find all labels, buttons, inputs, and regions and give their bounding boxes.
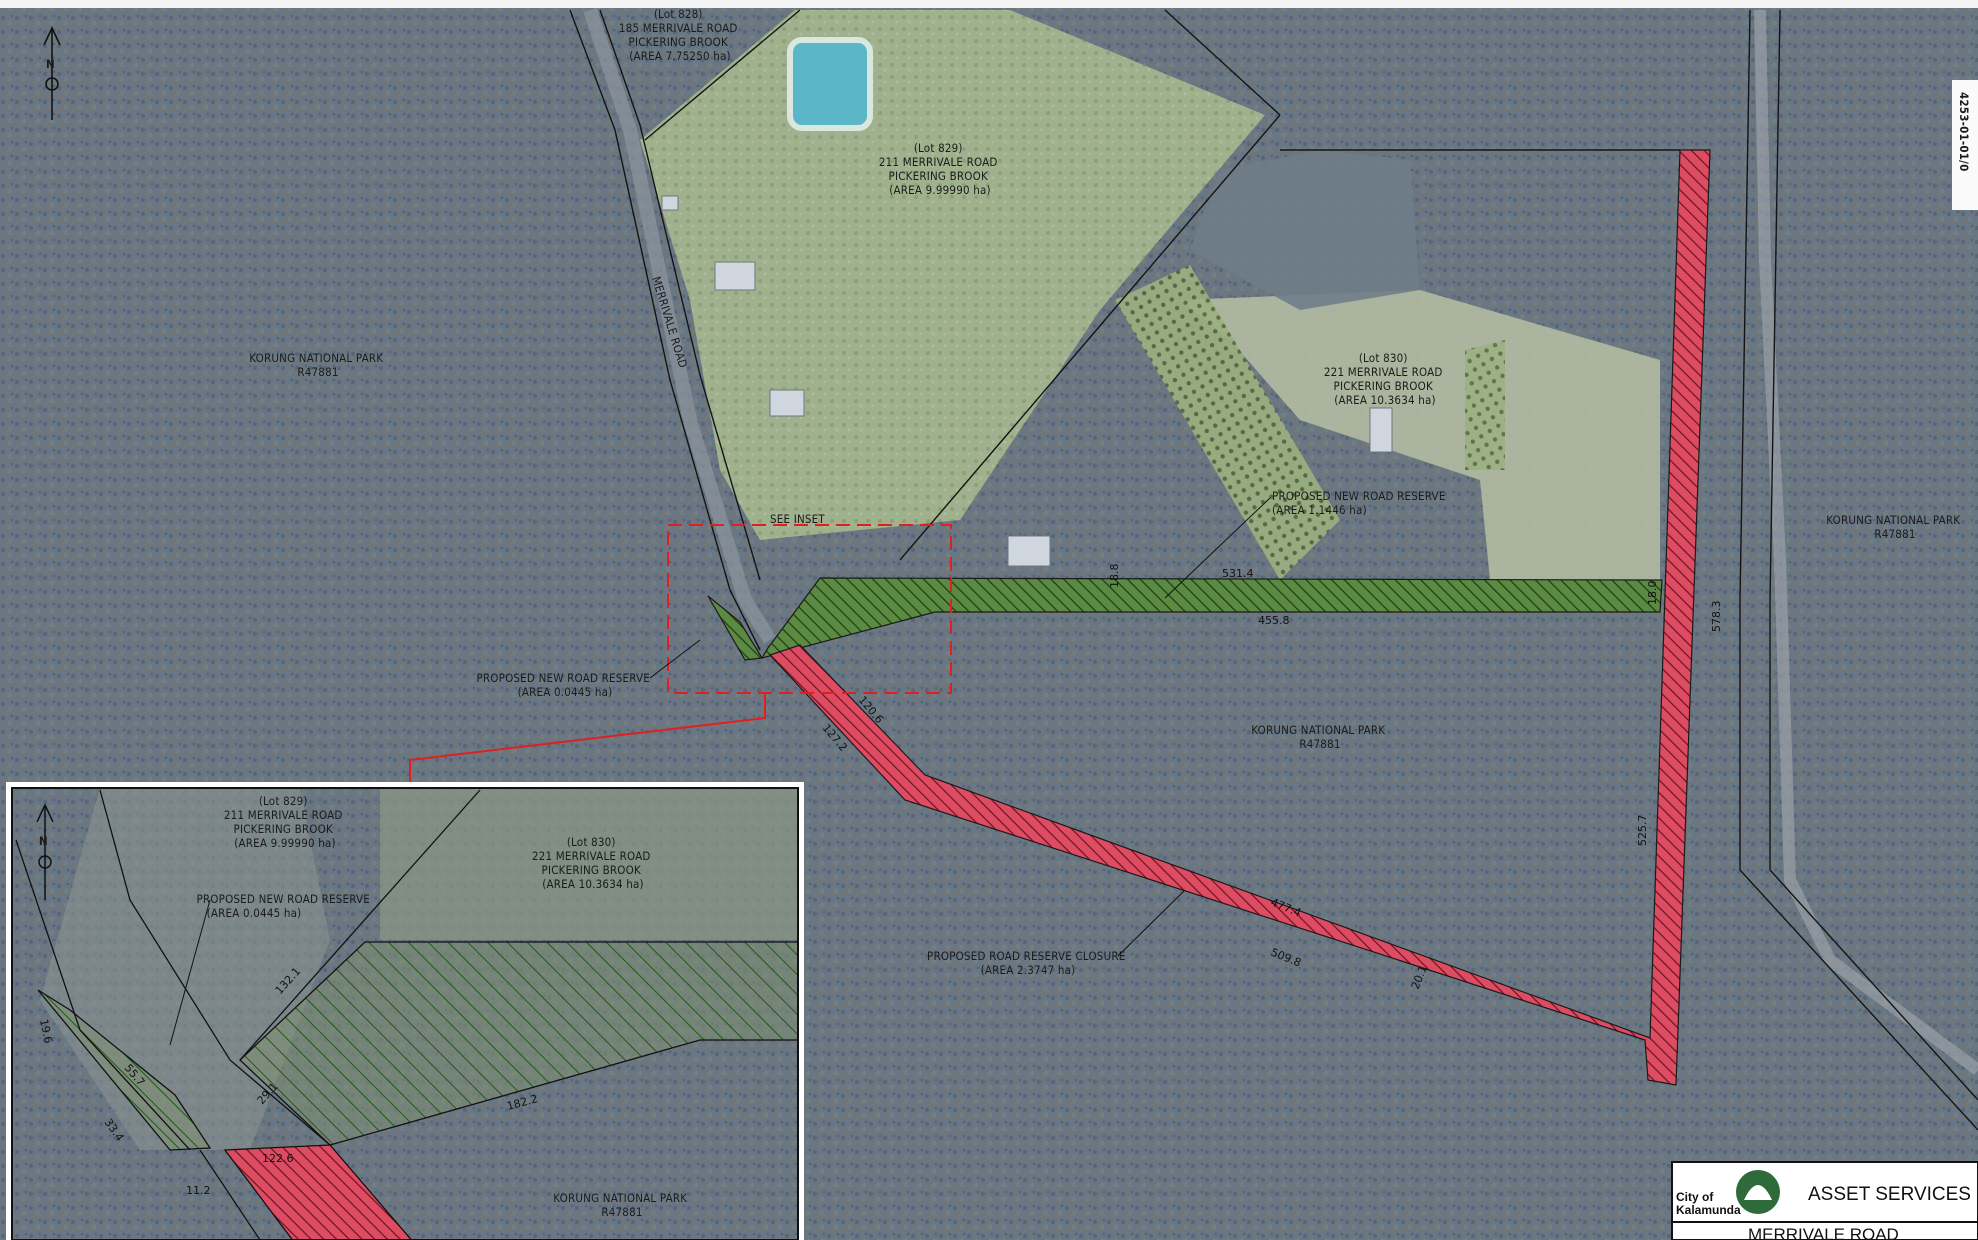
see-inset-label: SEE INSET bbox=[770, 512, 825, 526]
inset-green-reserve-small bbox=[37, 989, 212, 1151]
inset-panel bbox=[6, 782, 804, 1240]
department-label: ASSET SERVICES bbox=[1808, 1184, 1971, 1205]
lot828-label: (Lot 828) 185 MERRIVALE ROAD PICKERING B… bbox=[619, 7, 741, 63]
north-arrow bbox=[43, 26, 61, 120]
park-label-west: KORUNG NATIONAL PARK R47881 bbox=[249, 351, 386, 379]
inset-leader-line bbox=[409, 693, 766, 790]
dim-green-right: 18.0 bbox=[1646, 581, 1659, 606]
proposed-new-road-reserve-small bbox=[707, 595, 764, 661]
park-label-central: KORUNG NATIONAL PARK R47881 bbox=[1251, 723, 1388, 751]
dim-green-top: 531.4 bbox=[1222, 567, 1254, 580]
see-inset-box bbox=[667, 524, 952, 694]
dim-red-right-outer: 578.3 bbox=[1710, 601, 1723, 633]
cadastral-lines bbox=[569, 9, 1978, 1131]
proposed-new-road-reserve bbox=[760, 577, 1663, 659]
park-label-east: KORUNG NATIONAL PARK R47881 bbox=[1826, 513, 1963, 541]
dim-red-right-inner: 525.7 bbox=[1636, 815, 1649, 847]
leader-lines bbox=[649, 497, 1271, 957]
inset-dim-4: 122.6 bbox=[262, 1152, 294, 1165]
org-line2: Kalamunda bbox=[1676, 1203, 1741, 1217]
buildings bbox=[661, 195, 1393, 567]
inset-reserve-label: PROPOSED NEW ROAD RESERVE (AREA 0.0445 h… bbox=[196, 892, 373, 920]
orchard-rows bbox=[1115, 265, 1340, 580]
inset-north-arrow bbox=[36, 803, 54, 900]
inset-red-closure bbox=[223, 1144, 413, 1240]
drawing-number: 4253-01-01/0 bbox=[1957, 92, 1971, 172]
title-block: City of Kalamunda ASSET SERVICES MERRIVA… bbox=[1671, 1161, 1978, 1240]
project-label: MERRIVALE ROAD bbox=[1748, 1225, 1899, 1240]
orchard-rows-2 bbox=[1465, 340, 1505, 470]
dim-green-bottom: 455.8 bbox=[1258, 614, 1290, 627]
farmland-lot-830 bbox=[1180, 290, 1660, 580]
reserve-closure-label: PROPOSED ROAD RESERVE CLOSURE (AREA 2.37… bbox=[927, 949, 1129, 977]
inset-dim-6: 11.2 bbox=[186, 1184, 211, 1197]
inset-lot830-label: (Lot 830) 221 MERRIVALE ROAD PICKERING B… bbox=[532, 835, 654, 891]
lot830-label: (Lot 830) 221 MERRIVALE ROAD PICKERING B… bbox=[1324, 351, 1446, 407]
north-arrow-letter: N bbox=[46, 57, 55, 71]
inset-north-letter: N bbox=[39, 834, 48, 848]
org-line1: City of bbox=[1676, 1190, 1714, 1204]
merrivale-road-track bbox=[583, 7, 776, 644]
inset-dim-7: 19.6 bbox=[37, 1018, 55, 1045]
reserve-new-large-label: PROPOSED NEW ROAD RESERVE (AREA 1.1446 h… bbox=[1272, 489, 1449, 517]
inset-lot829-label: (Lot 829) 211 MERRIVALE ROAD PICKERING B… bbox=[224, 794, 346, 850]
lot829-label: (Lot 829) 211 MERRIVALE ROAD PICKERING B… bbox=[879, 141, 1001, 197]
reserve-new-small-label: PROPOSED NEW ROAD RESERVE (AREA 0.0445 h… bbox=[476, 671, 653, 699]
east-track bbox=[1754, 9, 1978, 1075]
dim-green-left: 18.8 bbox=[1108, 564, 1121, 589]
inset-park-label: KORUNG NATIONAL PARK R47881 bbox=[553, 1191, 690, 1219]
bush-patch bbox=[1190, 150, 1420, 310]
proposed-road-reserve-closure bbox=[768, 149, 1711, 1086]
dam bbox=[787, 37, 873, 131]
